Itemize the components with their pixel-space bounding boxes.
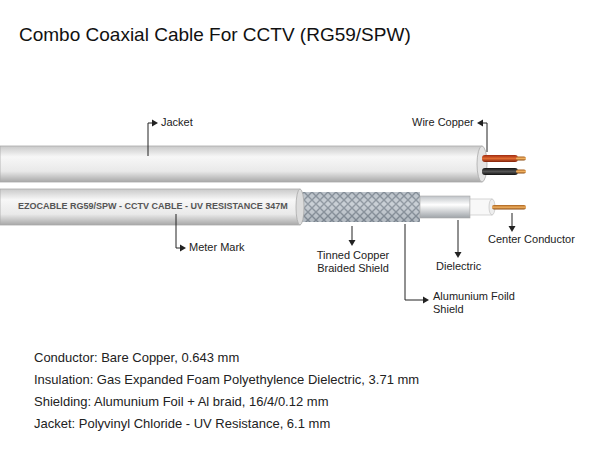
- cable-illustration: [152, 120, 516, 304]
- cable-illustration: [352, 226, 353, 242]
- part-label: Center Conductor: [488, 233, 575, 246]
- part-label: Tinned Copper Braided Shield: [308, 249, 398, 275]
- cable-illustration: [148, 123, 512, 300]
- cable-illustration: [492, 205, 526, 210]
- cable-illustration: [455, 252, 462, 258]
- part-label: Jacket: [161, 116, 193, 129]
- part-label: Wire Copper: [412, 116, 474, 129]
- spec-line: Shielding: Alumunium Foil + Al braid, 16…: [34, 394, 328, 410]
- cable-illustration: [0, 146, 482, 182]
- cable-illustration: [349, 240, 356, 246]
- cable-illustration: [405, 224, 425, 300]
- cable-illustration: [423, 297, 429, 304]
- spec-line: Conductor: Bare Copper, 0.643 mm: [34, 350, 239, 366]
- cable-illustration: [458, 220, 459, 254]
- cable-illustration: [180, 245, 186, 252]
- cable-illustration: [477, 120, 483, 127]
- spec-line: Jacket: Polyvinyl Chloride - UV Resistan…: [34, 416, 330, 432]
- cable-illustration: [300, 192, 420, 222]
- part-label: Meter Mark: [189, 241, 245, 254]
- cable-illustration: [481, 123, 487, 152]
- cable-illustration: [300, 192, 420, 222]
- spec-line: Insulation: Gas Expanded Foam Polyethyle…: [34, 372, 419, 388]
- cable-illustration: [152, 120, 158, 127]
- diagram-title: Combo Coaxial Cable For CCTV (RG59/SPW): [19, 24, 411, 47]
- part-label: Dielectric: [436, 260, 481, 273]
- cable-illustration: [176, 214, 182, 248]
- cable-illustration: [0, 189, 300, 225]
- meter-mark-print: EZOCABLE RG59/SPW - CCTV CABLE - UV RESI…: [18, 201, 288, 212]
- cable-illustration: [512, 213, 513, 228]
- cable-illustration: [509, 226, 516, 232]
- cable-illustration: [148, 123, 154, 156]
- cable-illustration: [420, 196, 470, 218]
- cable-illustration: [482, 155, 518, 162]
- cable-illustration: [516, 170, 526, 174]
- cable-illustration: [296, 189, 304, 225]
- cable-illustration: [482, 168, 518, 175]
- cable-illustration: [477, 146, 487, 182]
- cable-illustration: [516, 157, 526, 161]
- part-label: Alumunium Foild Shield: [433, 290, 528, 316]
